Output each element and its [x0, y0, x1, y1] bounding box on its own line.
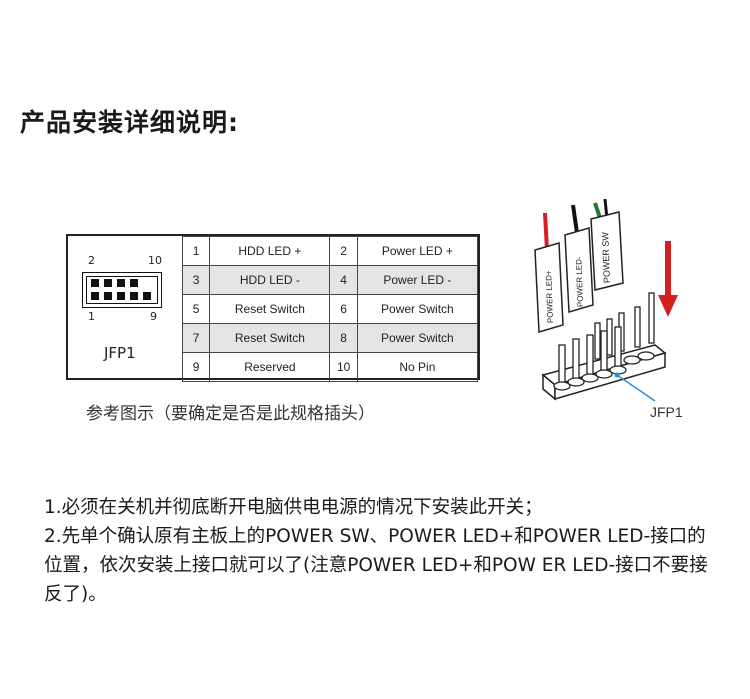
odd-pin-function: HDD LED + [209, 236, 331, 266]
instruction-step-1: 1.必须在关机并彻底断开电脑供电电源的情况下安装此开关； [44, 497, 543, 518]
connector-illustration: POWER LED+ POWER LED- POWER SW [534, 198, 678, 402]
header-pin [91, 279, 99, 287]
even-pin-function: Power Switch [356, 323, 479, 353]
even-pin-number: 2 [329, 236, 358, 266]
header-pin [143, 292, 151, 300]
pin-header-inner [86, 276, 158, 304]
insert-direction-arrow [658, 241, 678, 317]
wire-black [571, 204, 579, 234]
header-pin [104, 292, 112, 300]
plug-power-sw: POWER SW [590, 211, 624, 291]
odd-pin-function: Reset Switch [209, 323, 331, 353]
header-name: JFP1 [104, 344, 136, 362]
installation-instructions: 1.必须在关机并彻底断开电脑供电电源的情况下安装此开关； 2.先单个确认原有主板… [44, 493, 724, 609]
even-pin-number: 6 [329, 294, 358, 324]
header-pin [104, 279, 112, 287]
odd-pin-number: 9 [181, 352, 211, 382]
header-pin [117, 292, 125, 300]
header-pin [91, 292, 99, 300]
callout-dot [614, 372, 620, 378]
plug-label-power-led-plus: POWER LED+ [544, 270, 555, 323]
even-pin-function: Power LED - [356, 265, 479, 295]
wire-red [543, 212, 549, 251]
instruction-step-2: 2.先单个确认原有主板上的POWER SW、POWER LED+和POWER L… [44, 526, 708, 605]
header-pin [117, 279, 125, 287]
odd-pin-number: 3 [181, 265, 211, 295]
odd-pin-number: 7 [181, 323, 211, 353]
plug-power-led-plus: POWER LED+ [534, 242, 564, 333]
pin-number-bottom-right: 9 [150, 310, 157, 323]
plug-label-power-led-minus: POWER LED- [574, 256, 585, 307]
jfp1-callout-line [616, 374, 656, 402]
pin-number-top-right: 10 [148, 254, 162, 267]
odd-pin-number: 1 [181, 236, 211, 266]
even-pin-number: 4 [329, 265, 358, 295]
even-pin-number: 8 [329, 323, 358, 353]
header-pin [130, 279, 138, 287]
page-heading: 产品安装详细说明: [20, 108, 239, 137]
even-pin-number: 10 [329, 352, 358, 382]
odd-pin-function: HDD LED - [209, 265, 331, 295]
even-pin-function: Power LED + [356, 236, 479, 266]
header-pin-cups [553, 351, 655, 391]
even-pin-function: No Pin [356, 352, 479, 382]
header-pin [130, 292, 138, 300]
odd-pin-function: Reset Switch [209, 294, 331, 324]
header-pin-missing [143, 279, 151, 287]
plug-power-led-minus: POWER LED- [564, 227, 594, 313]
jfp1-callout-label: JFP1 [650, 404, 683, 420]
pin-header-outline [82, 272, 162, 308]
even-pin-function: Power Switch [356, 294, 479, 324]
diagram-caption: 参考图示（要确定是否是此规格插头） [86, 404, 375, 424]
odd-pin-function: Reserved [209, 352, 331, 382]
odd-pin-number: 5 [181, 294, 211, 324]
pin-number-bottom-left: 1 [88, 310, 95, 323]
plug-label-power-sw: POWER SW [600, 231, 612, 283]
header-illustration: 2 10 1 9 JFP1 [68, 236, 183, 378]
pin-number-top-left: 2 [88, 254, 95, 267]
header-pins-front-row [558, 326, 622, 386]
